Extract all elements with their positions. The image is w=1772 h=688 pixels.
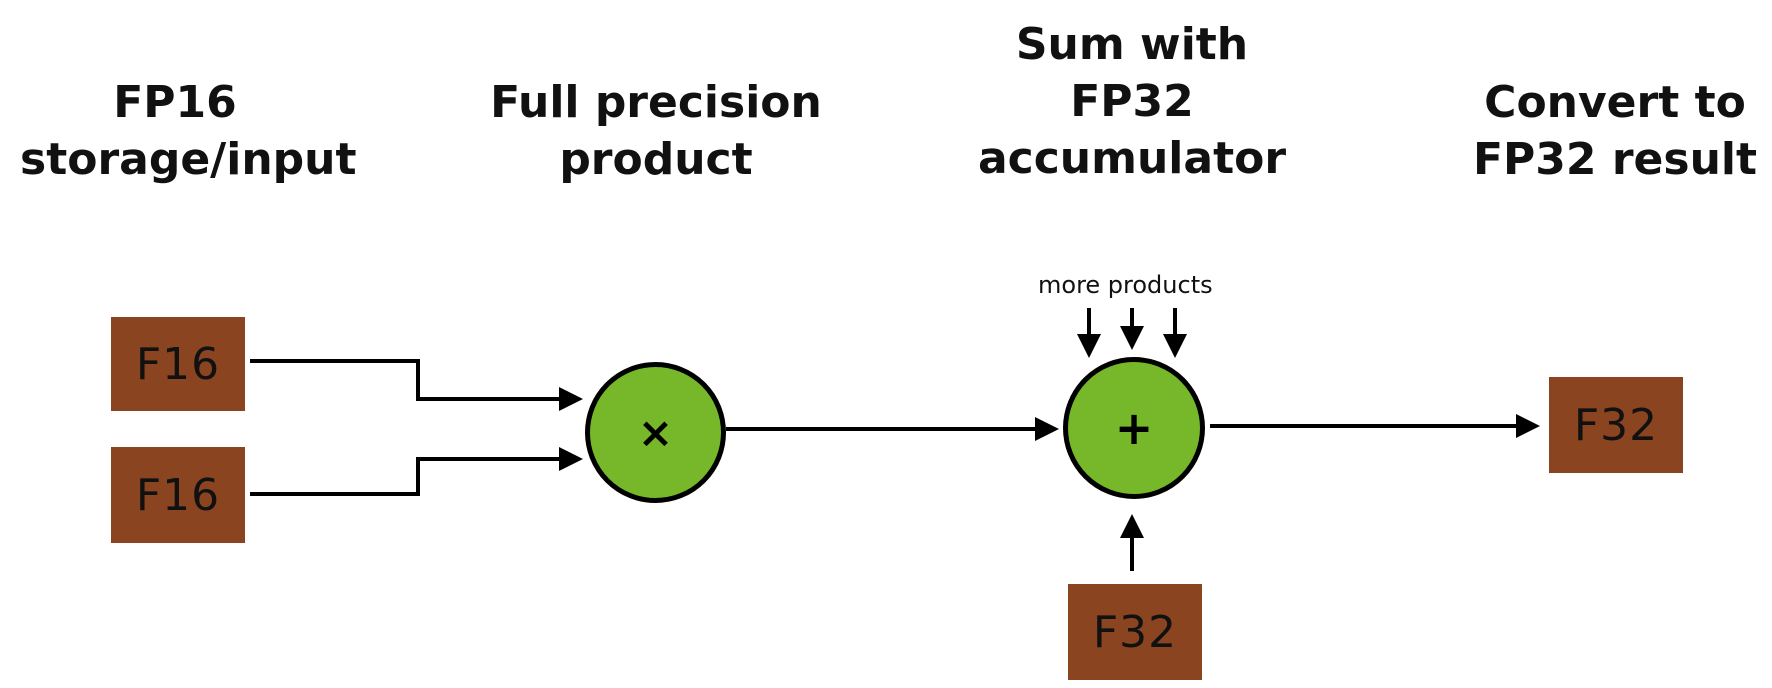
heading-sum-accumulator: Sum with FP32 accumulator [962, 16, 1302, 187]
heading-storage-line-2: storage/input [20, 134, 357, 185]
heading-full-precision-product: Full precision product [480, 74, 832, 188]
heading-product-line-1: Full precision [490, 77, 822, 128]
arrow-input-a-to-multiply [250, 359, 583, 411]
more-products-label: more products [1038, 271, 1213, 299]
heading-convert-line-1: Convert to [1484, 77, 1746, 128]
heading-storage-input: FP16 storage/input [20, 74, 357, 188]
heading-convert-result: Convert to FP32 result [1465, 74, 1765, 188]
multiply-operator: × [585, 362, 726, 503]
heading-sum-line-3: accumulator [977, 133, 1287, 184]
heading-sum-line-2: FP32 [1070, 76, 1194, 127]
heading-product-line-2: product [559, 134, 753, 185]
heading-convert-line-2: FP32 result [1472, 134, 1758, 185]
f32-accumulator-box: F32 [1068, 584, 1202, 680]
f16-input-box-a: F16 [111, 317, 245, 411]
heading-sum-line-1: Sum with [1015, 19, 1249, 70]
arrow-input-b-to-multiply [250, 447, 583, 496]
add-operator: + [1063, 357, 1205, 499]
heading-storage-line-1: FP16 [113, 77, 237, 128]
f32-result-box: F32 [1549, 377, 1683, 473]
f16-input-box-b: F16 [111, 447, 245, 543]
